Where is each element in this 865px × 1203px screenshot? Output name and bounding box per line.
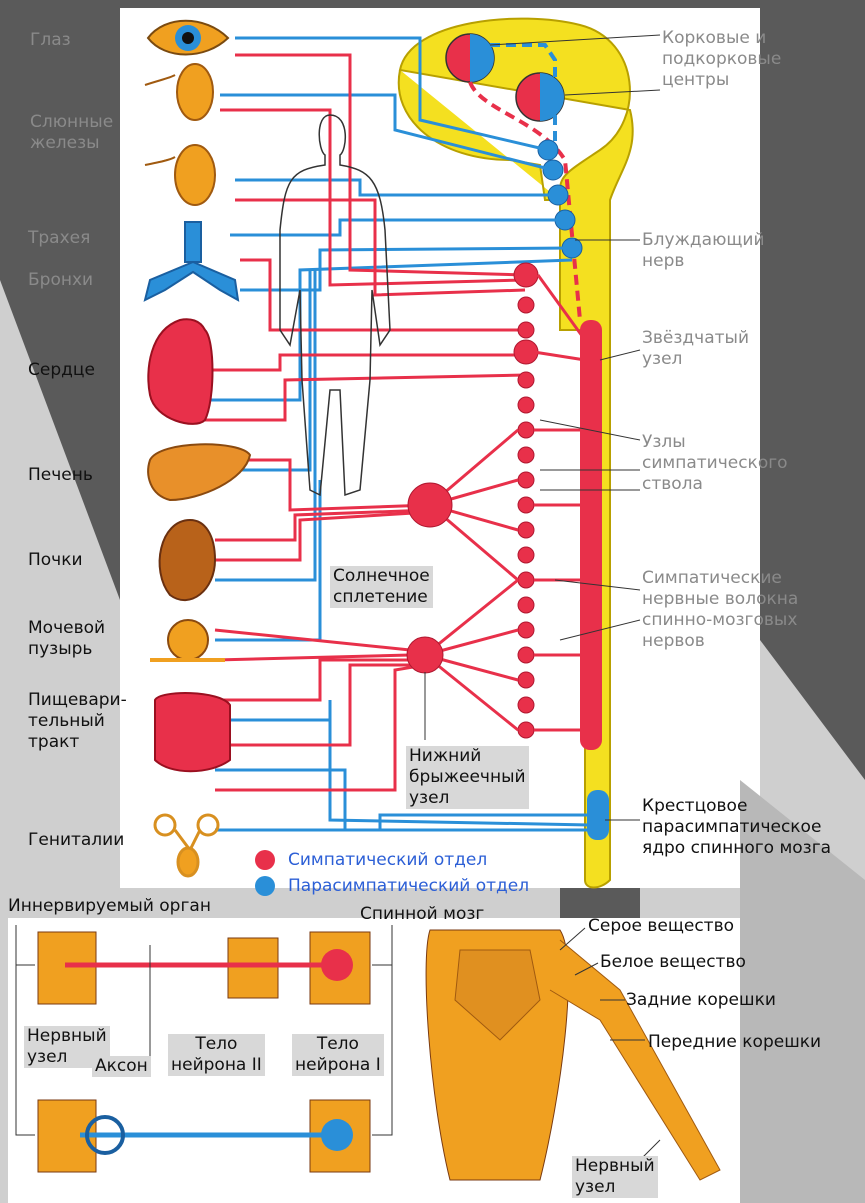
solar-plexus-node <box>408 483 452 527</box>
label-heart: Сердце <box>28 360 95 381</box>
legend-sympathetic: Симпатический отдел <box>288 850 487 871</box>
sacral-nucleus <box>587 790 609 840</box>
label-sympathetic-fibers: Симпатические нервные волокна спинно-моз… <box>642 568 798 652</box>
label-spinal-cord: Спинной мозг <box>360 904 484 925</box>
label-white-matter: Белое вещество <box>600 952 746 973</box>
legend-parasympathetic: Парасимпатический отдел <box>288 876 529 897</box>
label-stellate: Звёздчатый узел <box>642 328 749 370</box>
label-neuron-1: Тело нейрона I <box>292 1034 384 1076</box>
mesenteric-node <box>407 637 443 673</box>
label-ventral-roots: Передние корешки <box>648 1032 821 1053</box>
label-kidneys: Почки <box>28 550 83 571</box>
label-salivary: Слюнные железы <box>30 112 113 154</box>
legend-sympathetic-dot <box>255 850 275 870</box>
label-chain-nodes: Узлы симпатического ствола <box>642 432 788 495</box>
kidney-icon <box>160 520 215 600</box>
label-grey-matter: Серое вещество <box>588 916 734 937</box>
label-liver: Печень <box>28 465 93 486</box>
label-mesenteric: Нижний брыжеечный узел <box>406 746 529 809</box>
label-trachea: Трахея <box>28 228 90 249</box>
label-cortical-centers: Корковые и подкорковые центры <box>662 28 781 91</box>
legend-parasympathetic-dot <box>255 876 275 896</box>
label-digestive: Пищевари- тельный тракт <box>28 690 127 753</box>
label-neuron-2: Тело нейрона II <box>168 1034 265 1076</box>
label-genitals: Гениталии <box>28 830 124 851</box>
label-solar-plexus: Солнечное сплетение <box>330 566 433 608</box>
label-sacral: Крестцовое парасимпатическое ядро спинно… <box>642 796 831 859</box>
label-bladder: Мочевой пузырь <box>28 618 105 660</box>
label-bronchi: Бронхи <box>28 270 93 291</box>
label-dorsal-roots: Задние корешки <box>626 990 776 1011</box>
label-vagus: Блуждающий нерв <box>642 230 765 272</box>
label-eye: Глаз <box>30 30 71 51</box>
label-innervated-organ: Иннервируемый орган <box>8 896 211 917</box>
intestine-icon <box>155 693 230 771</box>
label-nerve-ganglion-2: Нервный узел <box>572 1156 658 1198</box>
label-axon: Аксон <box>92 1056 151 1077</box>
spinal-cord-sympathetic-column <box>580 320 602 750</box>
